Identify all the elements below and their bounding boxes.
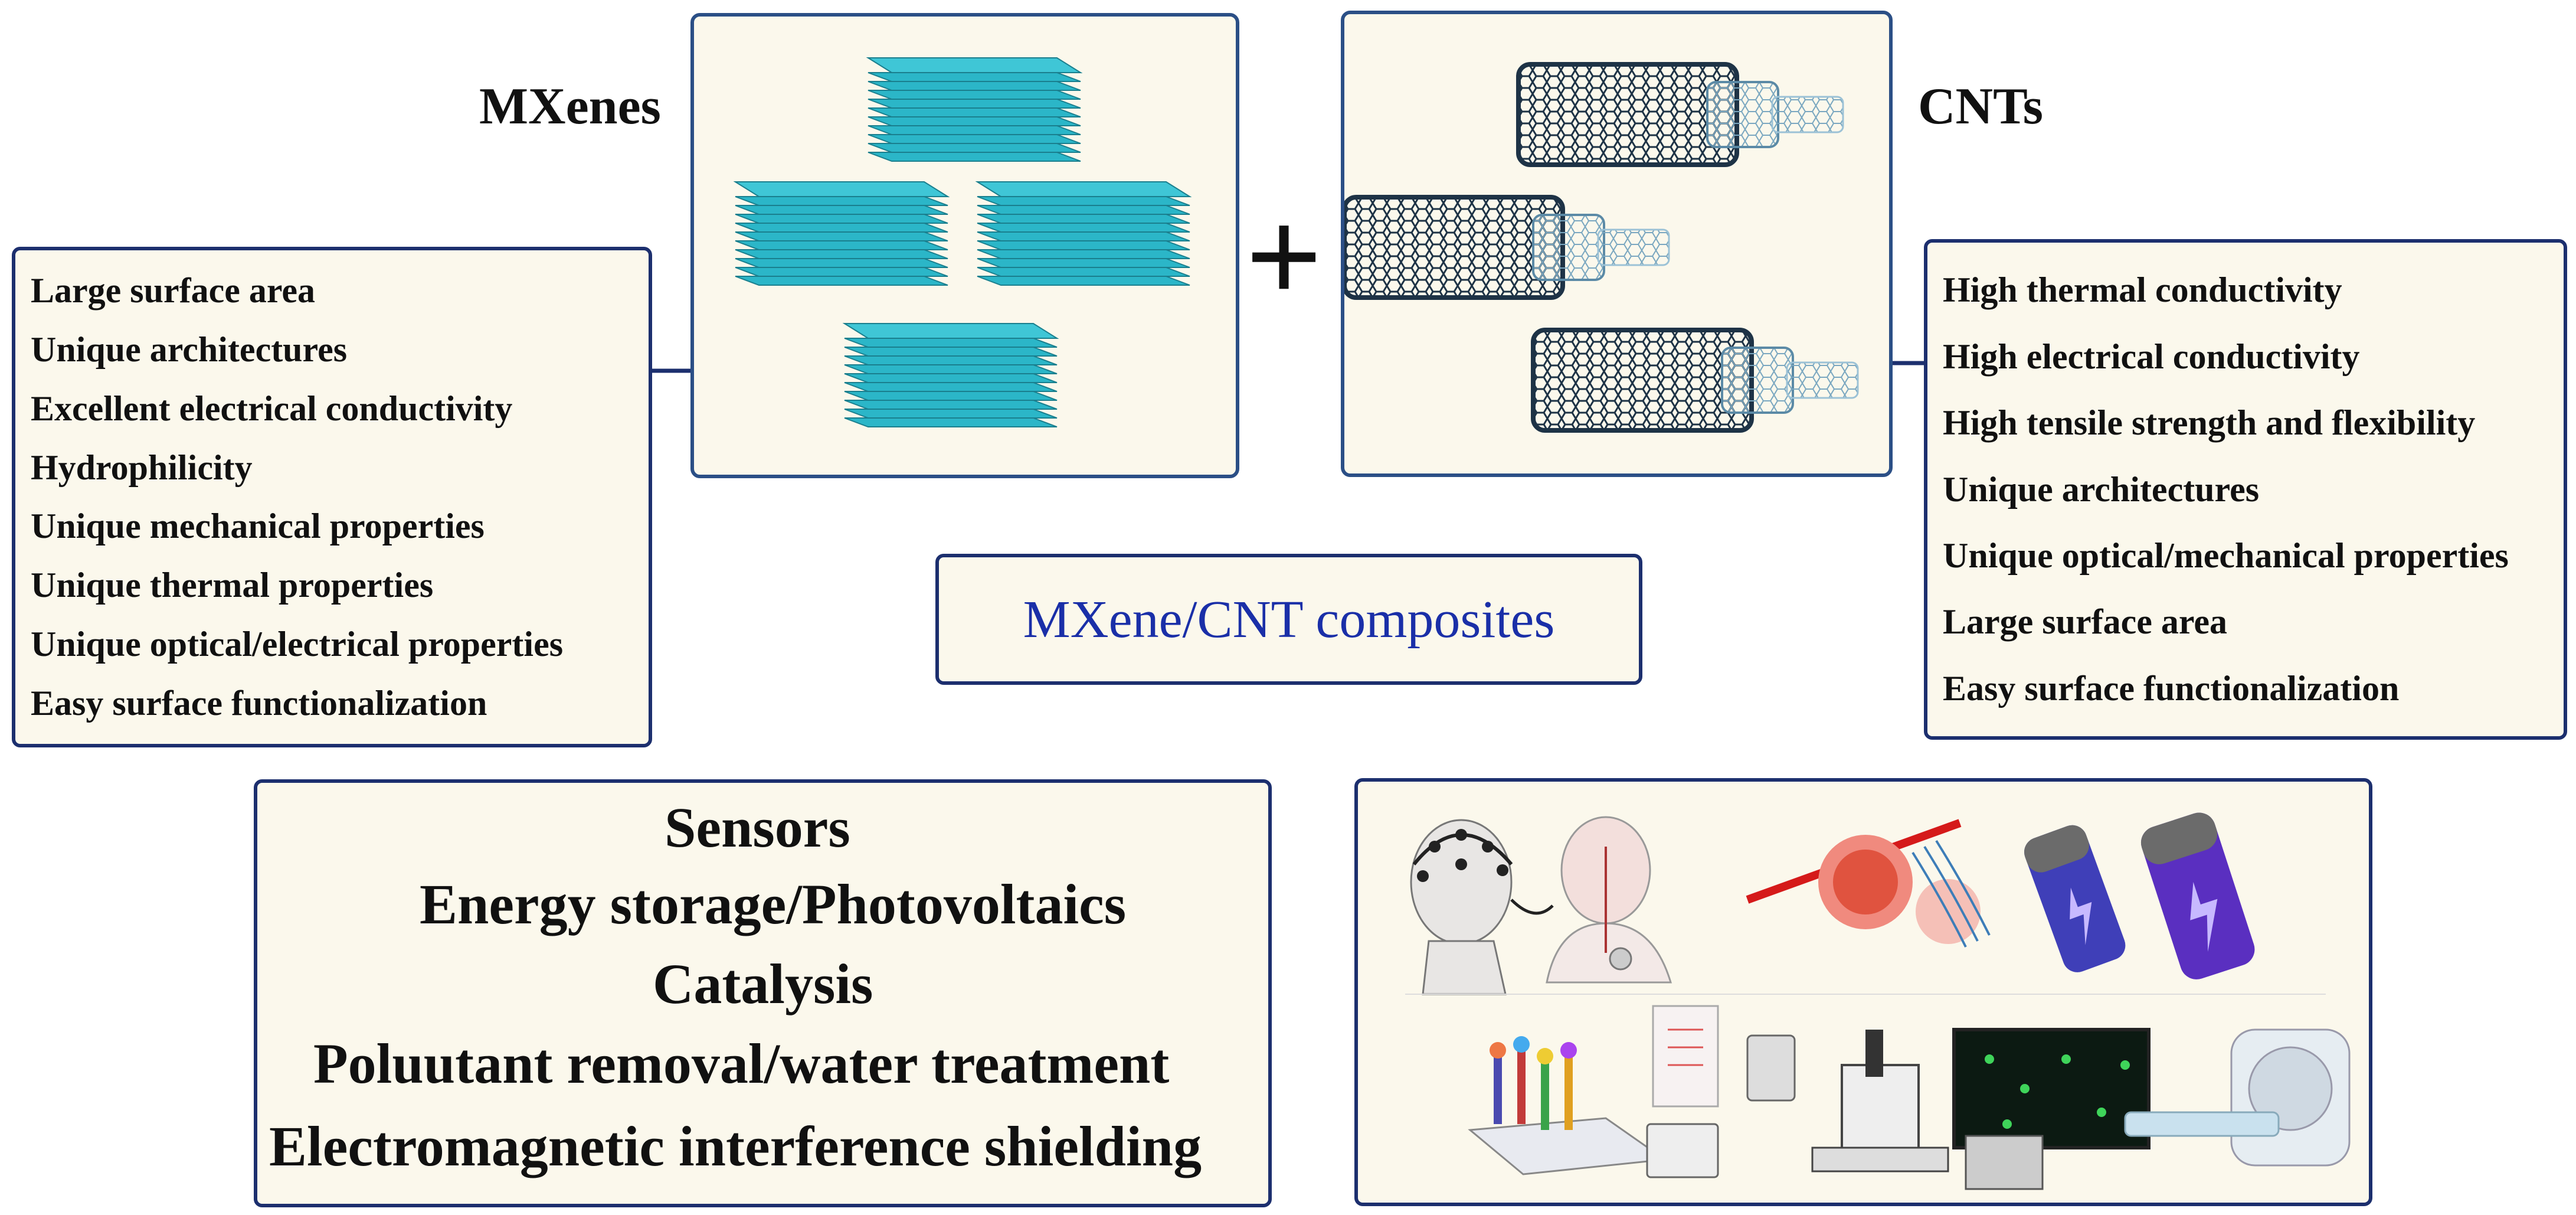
application-item: Poluutant removal/water treatment bbox=[313, 1032, 1170, 1095]
applications-box: Sensors Energy storage/Photovoltaics Cat… bbox=[254, 779, 1272, 1207]
mxene-property: Unique architectures bbox=[31, 329, 348, 369]
mxene-property: Excellent electrical conductivity bbox=[31, 388, 513, 428]
cnt-property: Unique architectures bbox=[1943, 469, 2260, 509]
cnt-properties-box: High thermal conductivity High electrica… bbox=[1924, 239, 2567, 740]
application-item: Catalysis bbox=[653, 952, 873, 1015]
application-item: Sensors bbox=[665, 796, 850, 859]
composite-title: MXene/CNT composites bbox=[1023, 590, 1555, 649]
cnt-property: Large surface area bbox=[1943, 602, 2228, 642]
mxene-property: Hydrophilicity bbox=[31, 448, 253, 487]
cnt-property: High electrical conductivity bbox=[1943, 337, 2360, 376]
mxene-property: Easy surface functionalization bbox=[31, 684, 487, 723]
cnt-image-box bbox=[1341, 11, 1893, 477]
cnt-property: High thermal conductivity bbox=[1943, 270, 2342, 310]
microscope-icon bbox=[1811, 1028, 2151, 1190]
tumor-laser-icon bbox=[1746, 819, 1991, 948]
applications-illustrations bbox=[1405, 812, 2351, 1190]
biosensor-icon bbox=[1468, 1005, 1796, 1178]
mxenes-label: MXenes bbox=[479, 78, 661, 135]
cnt-property: High tensile strength and flexibility bbox=[1943, 403, 2476, 443]
applications-illustration-box bbox=[1354, 778, 2372, 1206]
cnt-property: Unique optical/mechanical properties bbox=[1943, 535, 2509, 575]
mxene-property: Unique optical/electrical properties bbox=[31, 625, 564, 664]
battery-icon bbox=[2024, 812, 2255, 979]
application-item: Electromagnetic interference shielding bbox=[269, 1115, 1202, 1178]
cnts-label: CNTs bbox=[1918, 78, 2043, 135]
mxene-property: Unique mechanical properties bbox=[31, 507, 485, 546]
mri-scanner-icon bbox=[2124, 1028, 2351, 1167]
eeg-cap-icon bbox=[1410, 819, 1554, 995]
mxene-property: Large surface area bbox=[31, 270, 316, 310]
mxene-properties-box: Large surface area Unique architectures … bbox=[12, 247, 652, 747]
composite-title-box: MXene/CNT composites bbox=[935, 554, 1642, 685]
mxene-flakes-icon bbox=[735, 57, 1190, 427]
cnt-property: Easy surface functionalization bbox=[1943, 668, 2400, 708]
mxene-property: Unique thermal properties bbox=[31, 566, 434, 605]
carbon-nanotube-icon bbox=[1344, 14, 1890, 475]
mxene-image-box bbox=[690, 13, 1239, 478]
application-item: Energy storage/Photovoltaics bbox=[420, 873, 1127, 936]
plus-sign: + bbox=[1245, 181, 1323, 332]
